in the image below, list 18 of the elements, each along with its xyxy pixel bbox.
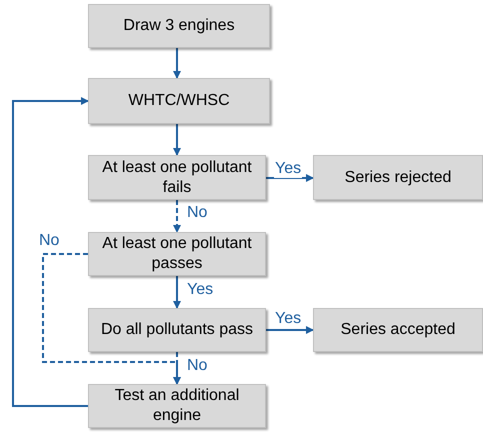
process-box: Series accepted — [313, 308, 483, 352]
process-box: Draw 3 engines — [88, 4, 270, 48]
arrow — [173, 124, 181, 156]
process-box: Series rejected — [313, 155, 483, 200]
arrow — [173, 352, 181, 385]
arrow — [42, 253, 181, 385]
process-box: At least one pollutant passes — [88, 232, 266, 276]
edge-label: Yes — [274, 160, 302, 178]
arrow — [173, 200, 181, 233]
process-box: Do all pollutants pass — [88, 308, 266, 352]
arrow — [173, 48, 181, 79]
arrow — [266, 174, 314, 182]
arrow — [12, 97, 89, 407]
arrow — [266, 326, 314, 334]
process-box: WHTC/WHSC — [88, 78, 270, 124]
arrow — [173, 276, 181, 309]
process-box: At least one pollutant fails — [88, 155, 266, 200]
process-box: Test an additional engine — [88, 384, 266, 428]
